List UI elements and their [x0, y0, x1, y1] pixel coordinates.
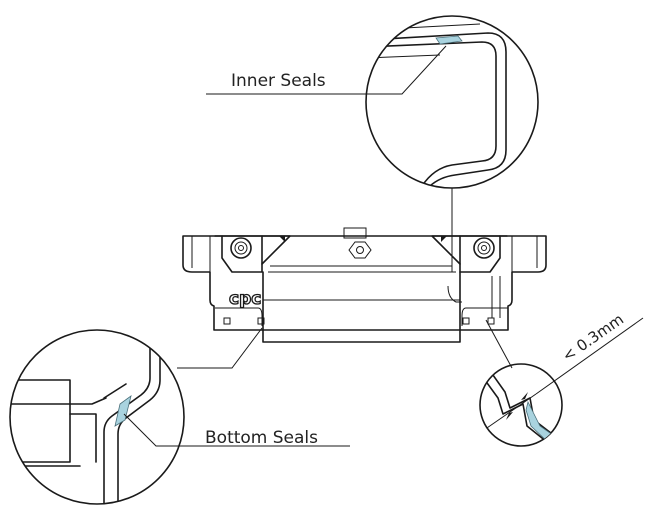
gap-detail	[479, 363, 563, 447]
inner-seals-label: Inner Seals	[231, 71, 326, 91]
bottom-seal-shape	[114, 395, 132, 427]
gap-dimension-callout: < 0.3mm	[535, 310, 644, 395]
gap-dimension-label: < 0.3mm	[559, 310, 627, 365]
inner-seal-shape	[435, 35, 463, 45]
right-bolt	[473, 237, 495, 259]
bottom-seals-label: Bottom Seals	[205, 428, 318, 448]
gap-magnifier-circle	[479, 363, 563, 447]
inner-seals-callout: Inner Seals	[206, 45, 447, 95]
linear-guide-block: cpc	[182, 227, 547, 343]
bottom-seals-callout: Bottom Seals	[123, 413, 350, 448]
bottom-seal-magnifier-circle	[9, 329, 185, 505]
inner-seal-detail	[365, 15, 539, 189]
bottom-seal-detail	[9, 329, 185, 505]
left-bolt	[230, 237, 252, 259]
cpc-logo: cpc	[229, 289, 261, 309]
